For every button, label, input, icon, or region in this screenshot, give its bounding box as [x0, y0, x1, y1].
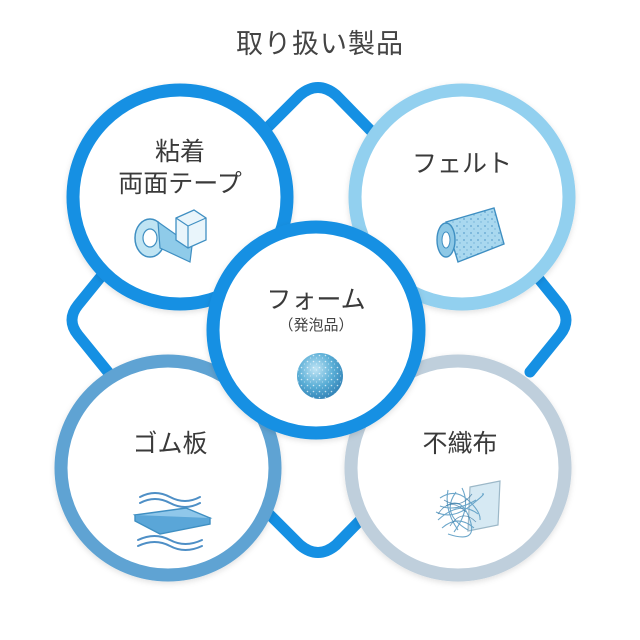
connector-frame — [66, 82, 572, 558]
foam-ball-icon — [297, 353, 343, 399]
rubber-circle — [54, 354, 282, 582]
tape-circle — [66, 83, 294, 311]
felt-circle — [348, 83, 576, 311]
nonwoven-circle — [344, 354, 572, 582]
tape-label: 粘着 両面テープ — [100, 136, 260, 200]
tape-label-line2: 両面テープ — [118, 169, 242, 198]
felt-roll-icon — [436, 207, 505, 263]
felt-label: フェルト — [411, 149, 512, 178]
nonwoven-label: 不織布 — [422, 429, 498, 458]
foam-label: フォーム （発泡品） — [236, 284, 396, 334]
foam-label-sub: （発泡品） — [278, 316, 354, 334]
tape-roll-icon — [134, 209, 207, 263]
page-title: 取り扱い製品 — [236, 29, 404, 60]
nonwoven-fiber-icon — [435, 480, 501, 538]
rubber-label: ゴム板 — [132, 429, 208, 458]
tape-label-line1: 粘着 — [154, 137, 205, 166]
foam-circle — [206, 220, 426, 440]
rubber-sheet-icon — [132, 492, 213, 551]
foam-label-main: フォーム — [266, 285, 366, 314]
